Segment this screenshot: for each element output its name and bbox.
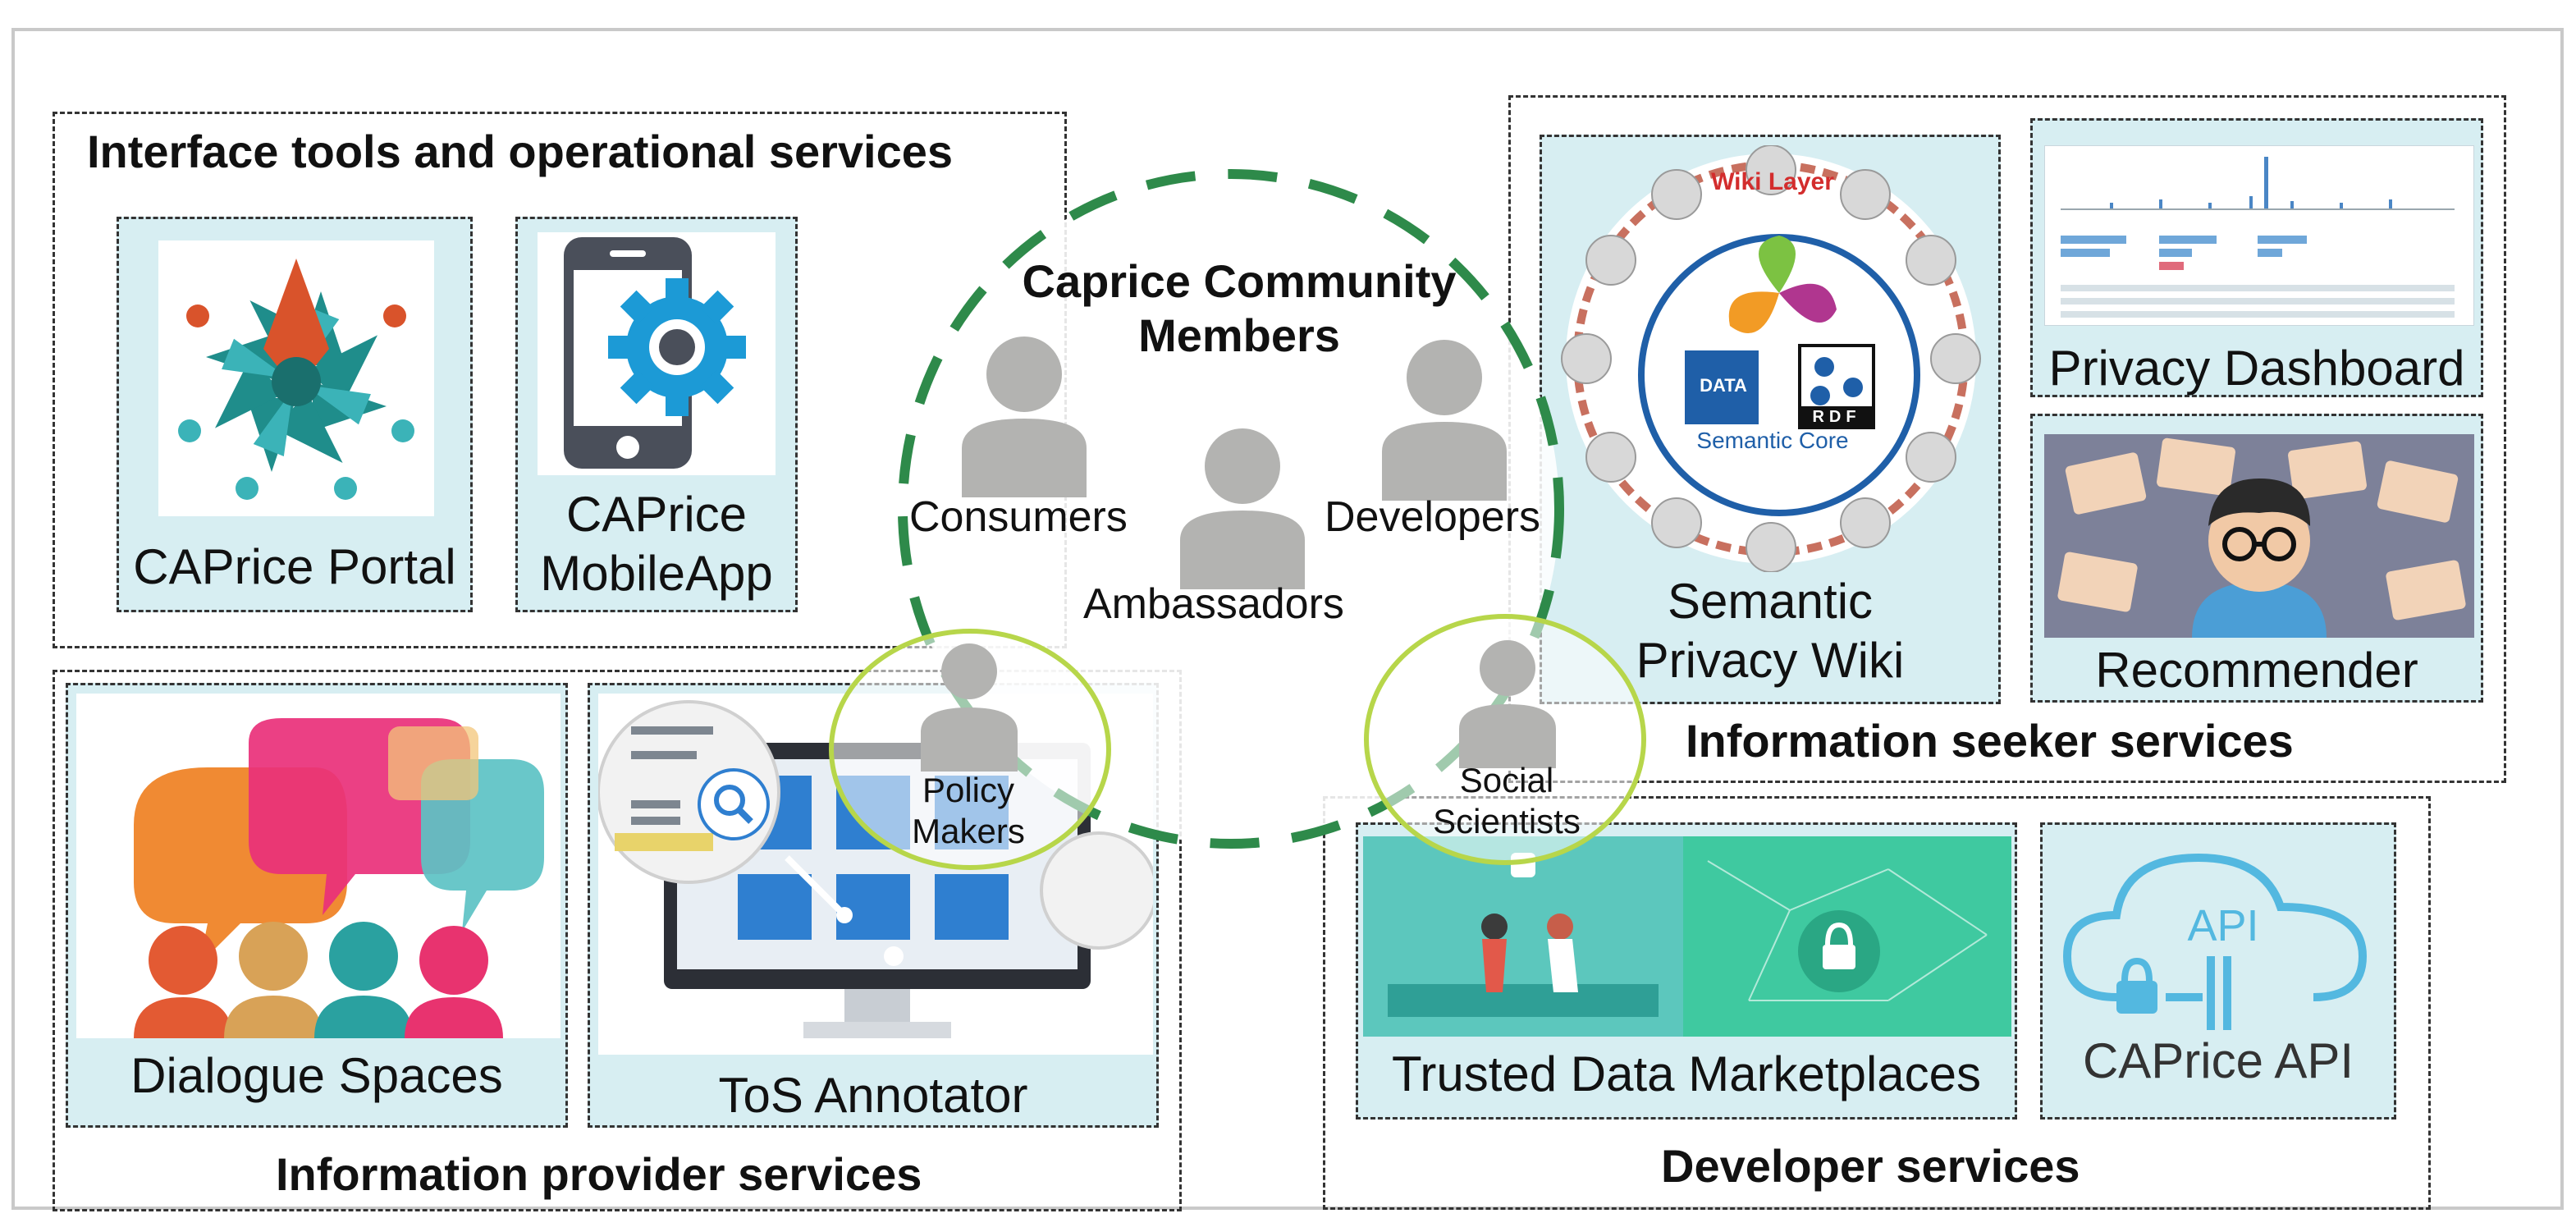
- card-caprice-api[interactable]: API CAPrice API: [2040, 822, 2396, 1120]
- group-developer-services: [1323, 796, 2431, 1210]
- social-label-1: Social: [1459, 761, 1554, 799]
- community-title-2: Members: [1138, 309, 1340, 361]
- developer-person-icon: [1382, 340, 1507, 501]
- group-title-interface: Interface tools and operational services: [87, 126, 954, 177]
- ambassadors-label: Ambassadors: [1083, 580, 1344, 628]
- ambassador-person-icon: [1180, 428, 1305, 589]
- card-label-mobile-1: CAPrice: [565, 487, 748, 542]
- social-person-icon: [1459, 640, 1556, 768]
- card-label-marketplaces: Trusted Data Marketplaces: [1391, 1046, 1982, 1101]
- group-provider-services: [53, 670, 1182, 1211]
- card-label-dashboard: Privacy Dashboard: [2048, 341, 2465, 396]
- card-caprice-mobileapp[interactable]: CAPrice MobileApp: [515, 217, 798, 612]
- mobile-gear-icon: [538, 232, 776, 475]
- recommender-person-icon: [2044, 434, 2474, 638]
- card-semantic-privacy-wiki[interactable]: Wiki Layer DATA RDF Semantic Core Semant…: [1540, 135, 2001, 704]
- card-caprice-portal[interactable]: CAPrice Portal: [117, 217, 473, 612]
- rdf-tag-text: RDF: [1812, 408, 1861, 426]
- diagram-frame: [11, 28, 2564, 1210]
- card-label-api: CAPrice API: [2082, 1033, 2354, 1088]
- card-label-portal: CAPrice Portal: [133, 539, 456, 594]
- data-tag-text: DATA: [1700, 375, 1747, 396]
- dialogue-people-icon: [76, 694, 560, 1038]
- wiki-layer-text: Wiki Layer: [1711, 168, 1834, 195]
- portal-logo-icon: [158, 240, 434, 516]
- group-title-seeker: Information seeker services: [1686, 715, 2294, 767]
- group-title-provider: Information provider services: [276, 1148, 922, 1200]
- card-label-mobile-2: MobileApp: [540, 546, 773, 601]
- card-label-dialogue: Dialogue Spaces: [130, 1048, 503, 1103]
- policy-person-icon: [921, 643, 1018, 772]
- card-trusted-data-marketplaces[interactable]: Trusted Data Marketplaces: [1356, 822, 2017, 1120]
- card-label-wiki-2: Privacy Wiki: [1636, 633, 1905, 688]
- semantic-wiki-sphere-icon: [1561, 145, 1981, 572]
- card-label-recommender: Recommender: [2095, 643, 2418, 698]
- card-recommender[interactable]: Recommender: [2030, 414, 2483, 703]
- semantic-core-text: Semantic Core: [1696, 428, 1849, 453]
- api-cloud-icon: [2062, 853, 2368, 1030]
- community-title-1: Caprice Community: [1022, 255, 1457, 307]
- dashboard-chart-icon: [2044, 145, 2474, 326]
- consumers-label: Consumers: [909, 493, 1128, 541]
- policy-label-1: Policy: [922, 771, 1015, 809]
- card-privacy-dashboard[interactable]: Privacy Dashboard: [2030, 118, 2483, 397]
- social-label-2: Scientists: [1433, 802, 1581, 840]
- consumer-person-icon: [962, 337, 1087, 497]
- policy-label-2: Makers: [912, 812, 1025, 850]
- developers-label: Developers: [1325, 493, 1541, 541]
- marketplace-handshake-icon: [1363, 836, 2011, 1037]
- group-title-developer: Developer services: [1661, 1140, 2080, 1192]
- card-dialogue-spaces[interactable]: Dialogue Spaces: [66, 683, 568, 1128]
- api-tag-text: API: [2187, 901, 2259, 950]
- card-label-wiki-1: Semantic: [1667, 574, 1874, 629]
- card-label-tos: ToS Annotator: [718, 1068, 1028, 1123]
